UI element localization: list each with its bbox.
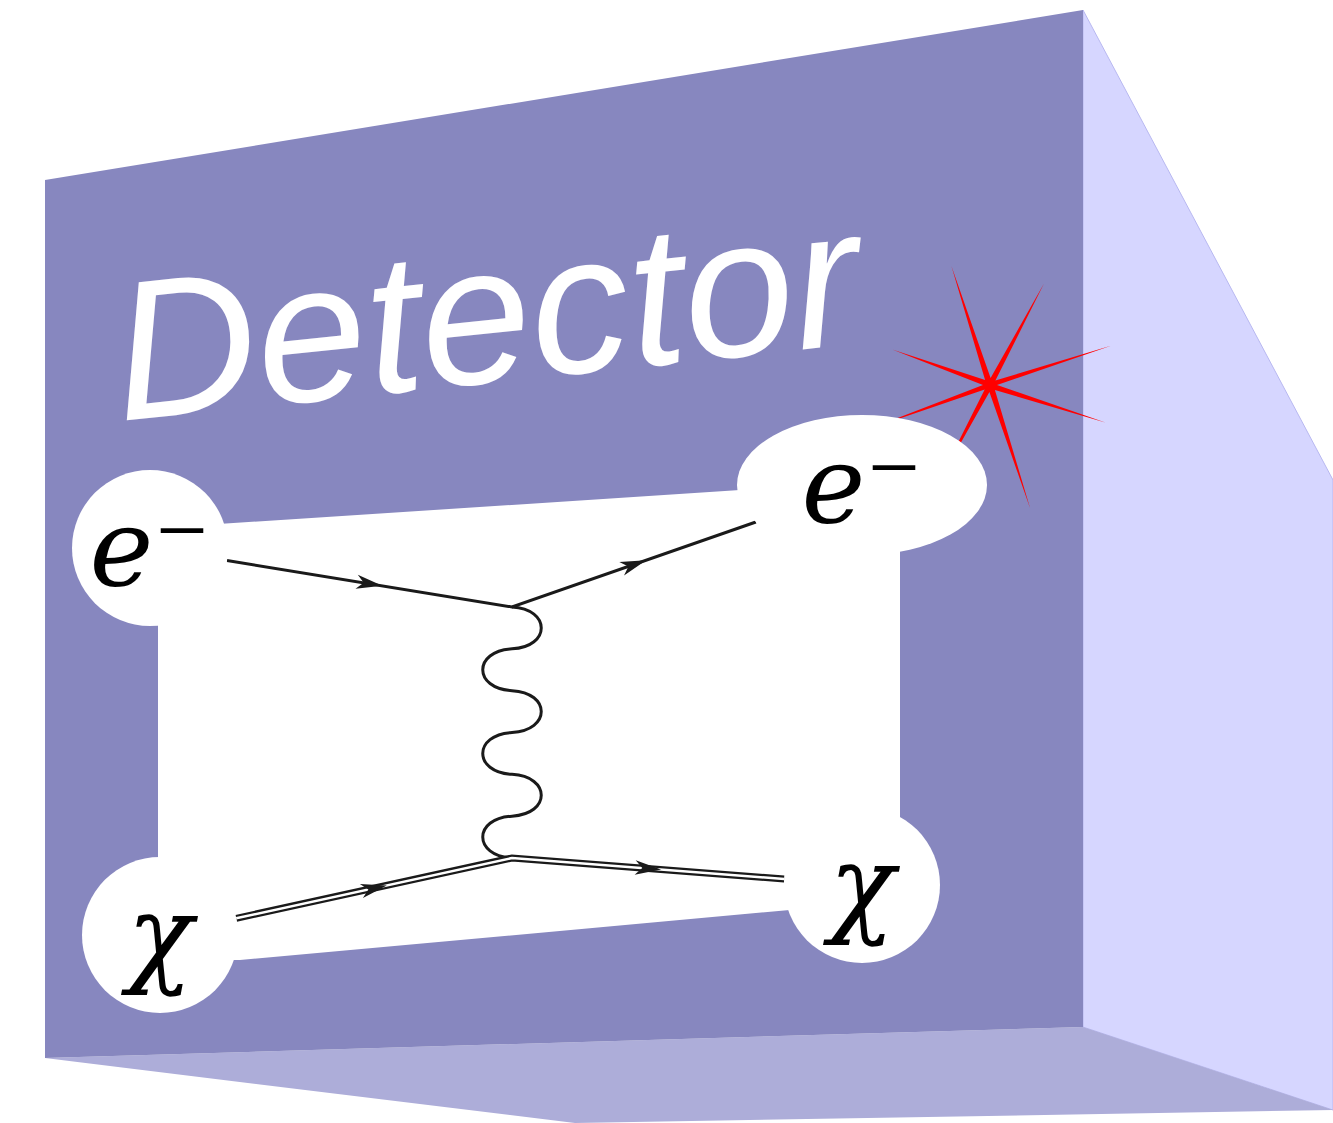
arrowhead: [635, 860, 661, 874]
particle-symbol: χ: [127, 881, 192, 989]
bubble-outline: [82, 857, 238, 1013]
bubble-outline: [737, 415, 987, 555]
particle-bubble: χ: [784, 807, 940, 963]
particle-bubble: e⁻: [737, 415, 987, 555]
particle-symbol: χ: [829, 831, 894, 939]
line-stroke: [227, 522, 756, 607]
arrowhead: [360, 884, 387, 898]
signal-star: [873, 266, 1112, 509]
fermion-line: [236, 858, 784, 918]
bubble-outline: [784, 807, 940, 963]
particle-symbol: e⁻: [90, 494, 211, 602]
line-inner: [236, 858, 784, 918]
bubble-fill: [737, 415, 987, 555]
fermion-line: [227, 522, 756, 607]
detector-front-face: [45, 10, 1083, 1058]
bubble-fill: [82, 857, 238, 1013]
detector-side-face: [1083, 10, 1333, 1110]
bubble-fill: [72, 470, 228, 626]
line-stroke: [236, 858, 784, 918]
particle-bubble: χ: [82, 857, 238, 1013]
arrowhead: [356, 575, 383, 589]
arrowhead: [619, 560, 646, 575]
bubble-outline: [72, 470, 228, 626]
particle-bubble: e⁻: [72, 470, 228, 626]
detector-label: Detector: [103, 177, 868, 452]
particle-symbol: e⁻: [802, 431, 923, 539]
diagram-panel: [158, 470, 900, 960]
photon-line: [483, 607, 542, 858]
bubble-fill: [784, 807, 940, 963]
